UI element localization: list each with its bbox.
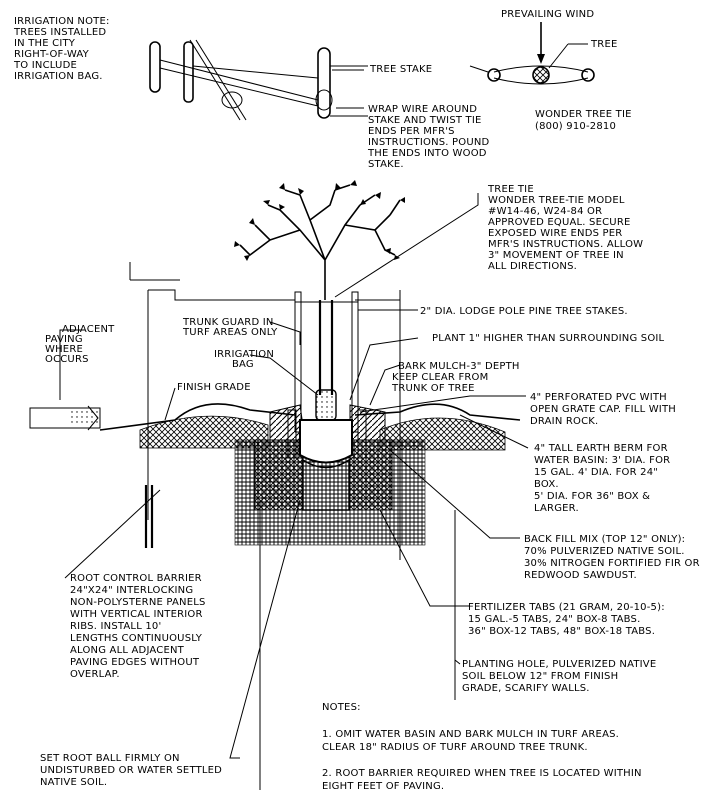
wonder-tree-tie-label: WONDER TREE TIE(800) 910-2810: [535, 109, 632, 132]
note-1: 1. OMIT WATER BASIN AND BARK MULCH IN TU…: [322, 729, 619, 753]
irrigation-note-line: IRRIGATION NOTE:: [14, 16, 110, 27]
tree-tie-plan-view: [469, 22, 595, 85]
leader-lines: [59, 69, 529, 759]
section-structure: [29, 262, 521, 790]
tree-label: TREE: [590, 39, 618, 50]
prevailing-wind-label: PREVAILING WIND: [501, 9, 594, 20]
plant-higher-label: PLANT 1" HIGHER THAN SURROUNDING SOIL: [432, 333, 665, 344]
stakes-label: 2" DIA. LODGE POLE PINE TREE STAKES.: [420, 306, 628, 317]
irrigation-note-line: TO INCLUDE: [13, 60, 77, 71]
irrigation-note-line: IRRIGATION BAG.: [14, 71, 103, 82]
backfill-label: BACK FILL MIX (TOP 12" ONLY):70% PULVERI…: [524, 534, 700, 581]
finish-grade-label: FINISH GRADE: [177, 382, 251, 393]
notes-heading: NOTES:: [322, 702, 361, 713]
tree-stake-label: TREE STAKE: [369, 64, 432, 75]
note-2: 2. ROOT BARRIER REQUIRED WHEN TREE IS LO…: [322, 768, 642, 792]
irrigation-note-line: IN THE CITY: [14, 38, 76, 49]
notes-block: NOTES: 1. OMIT WATER BASIN AND BARK MULC…: [322, 702, 642, 792]
stake-perspective-sketch: [149, 39, 368, 121]
fertilizer-label: FERTILIZER TABS (21 GRAM, 20-10-5):15 GA…: [468, 602, 665, 637]
tree-canopy: [234, 180, 405, 300]
irrigation-note-line: TREES INSTALLED: [13, 27, 106, 38]
irrigation-note-line: RIGHT-OF-WAY: [14, 49, 90, 60]
